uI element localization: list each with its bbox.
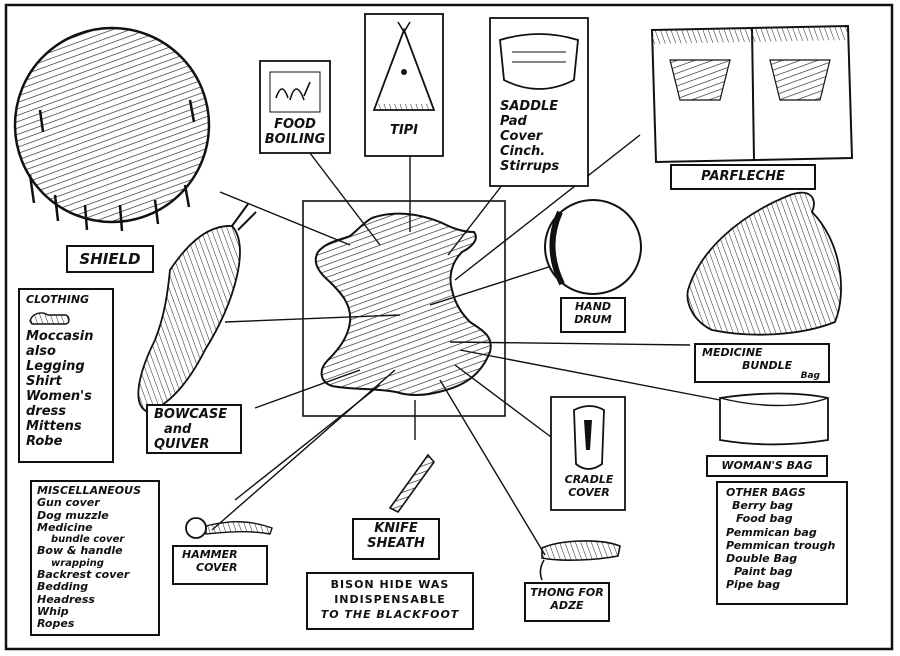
saddle-line-5: Stirrups [500,158,560,174]
moccasin-icon [26,307,106,329]
other-bags-line-6: Double Bag [726,551,798,565]
misc-line-11: Whip [37,604,69,618]
clothing-line-6: Women's [26,389,92,405]
misc-line-8: Backrest cover [37,567,130,581]
clothing-line-5: Shirt [26,373,62,389]
outer-frame [4,3,894,651]
clothing-line-1: CLOTHING [26,293,90,306]
label-other-bags: OTHER BAGS Berry bag Food bag Pemmican b… [716,481,848,605]
other-bags-line-2: Berry bag [732,499,793,513]
label-food-boiling: FOOD BOILING [262,117,328,152]
saddle-line-4: Cinch. [500,143,546,159]
saddle-drawing [489,17,589,187]
label-hand-drum: HAND DRUM [560,297,626,333]
tipi-drawing [364,13,444,157]
thong-adze-line-1: THONG FOR [530,586,604,599]
hammer-cover-line-1: HAMMER [182,548,238,561]
bowcase-line-2: and [164,421,192,437]
clothing-line-2: Moccasin [26,328,94,344]
cradle-cover-drawing [550,396,626,511]
misc-line-12: Ropes [37,617,75,631]
parfleche-drawing [650,24,854,164]
label-miscellaneous: MISCELLANEOUS Gun cover Dog muzzle Medic… [30,480,160,636]
food-boiling-line-1: FOOD [274,117,316,132]
bowcase-line-1: BOWCASE [154,407,228,422]
other-bags-line-8: Pipe bag [726,578,781,592]
clothing-line-9: Robe [26,434,63,450]
label-thong-adze: THONG FOR ADZE [524,582,610,622]
caption-line-1: BISON HIDE WAS [330,578,450,591]
label-shield: SHIELD [66,245,154,273]
hand-drum-line-2: DRUM [574,312,612,326]
hand-drum-line-1: HAND [574,300,612,313]
hand-drum-drawing [544,199,642,295]
knife-sheath-line-1: KNIFE [374,521,418,536]
cradle-cover-line-2: COVER [568,485,610,499]
womans-bag-drawing [719,392,829,446]
medicine-bundle-line-1: MEDICINE [702,346,763,359]
medicine-bundle-drawing [686,191,842,336]
misc-line-3: Dog muzzle [37,508,109,522]
knife-sheath-drawing [388,453,436,514]
misc-line-9: Bedding [37,580,89,594]
thong-adze-drawing [539,540,621,581]
label-knife-sheath: KNIFE SHEATH [352,518,440,560]
clothing-line-7: dress [26,404,67,420]
bison-hide-drawing [314,212,492,396]
medicine-bundle-line-2: BUNDLE [742,358,793,372]
label-cradle-cover: CRADLE COVER [556,473,622,508]
hammer-cover-drawing [185,517,273,539]
food-boiling-line-2: BOILING [264,131,326,147]
saddle-line-1: SADDLE [500,99,559,114]
other-bags-line-7: Paint bag [734,565,793,579]
other-bags-line-3: Food bag [736,512,793,526]
knife-sheath-line-2: SHEATH [367,535,425,551]
label-parfleche: PARFLECHE [670,164,816,190]
thong-adze-line-2: ADZE [550,598,584,612]
saddle-line-2: Pad [500,113,527,129]
caption-line-2: INDISPENSABLE [334,592,446,606]
clothing-line-3: also [26,343,56,359]
food-boiling-drawing [259,60,331,154]
center-frame [302,200,506,417]
hammer-cover-line-2: COVER [196,560,238,574]
clothing-line-8: Mittens [26,419,82,435]
misc-line-2: Gun cover [37,496,100,510]
saddle-line-3: Cover [500,128,543,144]
label-hammer-cover: HAMMER COVER [172,545,268,585]
label-saddle: SADDLE Pad Cover Cinch. Stirrups [496,99,584,184]
label-womans-bag: WOMAN'S BAG [706,455,828,477]
label-medicine-bundle: MEDICINE BUNDLE Bag [694,343,830,383]
label-bowcase: BOWCASE and QUIVER [146,404,242,454]
misc-line-6: Bow & handle [37,544,123,558]
caption-line-3: TO THE BLACKFOOT [320,607,460,621]
misc-line-1: MISCELLANEOUS [37,484,142,497]
cradle-cover-line-1: CRADLE [564,473,614,486]
caption-box: BISON HIDE WAS INDISPENSABLE TO THE BLAC… [306,572,474,630]
other-bags-line-4: Pemmican bag [726,525,817,539]
other-bags-line-1: OTHER BAGS [726,486,806,499]
label-clothing: CLOTHING Moccasin also Legging Shirt Wom… [18,288,114,463]
bowcase-drawing [137,203,257,413]
misc-line-4: Medicine [37,520,93,534]
misc-line-5: bundle cover [51,534,125,546]
bowcase-line-3: QUIVER [154,436,210,452]
clothing-line-4: Legging [26,358,85,374]
other-bags-line-5: Pemmican trough [726,538,836,552]
misc-line-7: wrapping [51,557,104,569]
shield-drawing [13,26,211,232]
misc-line-10: Headress [37,592,95,606]
label-tipi: TIPI [389,123,419,138]
medicine-bundle-line-3: Bag [800,371,820,381]
